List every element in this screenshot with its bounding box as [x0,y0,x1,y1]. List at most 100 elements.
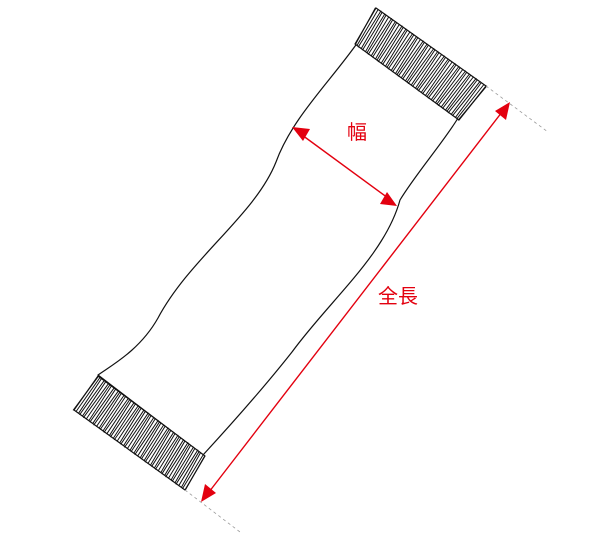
fringe-strand [155,434,179,470]
fringe-strand [406,46,432,83]
fringe-strand [367,18,393,55]
fringe-strand [420,57,446,93]
fringe-strand [426,61,453,98]
fringe-strand [144,427,169,463]
fringe-strand [382,28,407,65]
fringe-strand [360,12,383,49]
fringe-strand [113,405,139,441]
fringe-strand [436,69,464,105]
towel-body [97,41,459,456]
fringe-strand [120,409,145,445]
fringe-strand [79,379,105,415]
fringe-strand [154,433,176,469]
fringe-strand [72,375,100,411]
fringe-strand [171,446,194,482]
fringe-strand [147,428,170,464]
fringe-strand [362,13,386,51]
fringe-strand [150,430,172,466]
length-guide-bottom [184,489,241,533]
fringe-strand [93,390,120,426]
fringe-strand [375,22,397,60]
fringe-strand [133,418,156,454]
fringe-strand [178,451,200,487]
fringe-strand [356,9,379,46]
fringe-strand [161,439,185,475]
fringe-strand [432,66,460,102]
fringe-strand [106,399,131,435]
fringe-strand [355,7,376,45]
fringe-strand [82,381,107,417]
fringe-strand [139,422,162,458]
fringe-strand [184,455,206,491]
fringe-strand [390,34,415,71]
bottom-fringe [72,375,206,491]
fringe-strand [457,85,488,121]
length-guide-top [485,85,549,133]
fringe-strand [98,393,122,429]
fringe-strand [447,78,477,114]
fringe-strand [425,60,450,96]
fringe-strand [140,424,165,460]
fringe-strand [157,436,180,472]
fringe-strand [123,411,146,447]
fringe-strand [88,385,112,421]
fringe-strand [376,24,400,61]
width-dimension-line [301,134,389,199]
length-arrow-top [495,102,510,120]
fringe-strand [396,39,421,76]
fringe-strand [112,403,136,439]
fringe-strand [165,442,189,478]
fringe-strand [392,36,418,73]
fringe-strand [109,400,132,436]
fringe-strand [456,84,485,120]
fringe-strand [160,437,182,473]
fringe-strand [143,425,166,461]
fringe-strand [365,15,387,52]
fringe-strand [437,70,467,106]
fringe-strand [415,52,440,89]
fringe-strand [400,42,425,79]
fringe-strand [116,406,141,442]
fringe-strand [385,30,408,67]
fringe-strand [387,33,414,70]
fringe-strand [92,388,116,424]
fringe-strand [410,49,436,86]
width-arrow-start [292,127,310,141]
fringe-strand [175,449,199,485]
fringe-strand [151,431,175,467]
fringe-strand [164,440,186,476]
fringe-strand [440,72,468,108]
fringe-strand [422,58,449,95]
fringe-strand [170,445,191,481]
fringe-strand [417,55,445,92]
length-dimension-line [208,111,503,493]
fringe-strand [412,51,439,87]
fringe-strand [110,402,135,438]
fringe-strand [427,63,456,99]
fringe-strand [450,79,478,115]
fringe-strand [430,64,457,101]
fringe-strand [78,378,102,414]
fringe-strand [377,25,403,63]
fringe-strand [435,67,461,103]
length-label: 全長 [378,284,418,308]
fringe-strand [372,21,396,58]
width-arrow-end [380,192,397,206]
fringe-strand [85,384,111,420]
width-label: 幅 [347,120,367,144]
fringe-strand [75,376,101,412]
fringe-strand [174,448,196,484]
fringe-strand [416,54,443,90]
fringe-strand [83,382,110,418]
fringe-strand [129,415,152,451]
fringe-strand [103,397,129,433]
fringe-strand [452,81,481,117]
fringe-strand [182,454,204,490]
fringe-strand [96,391,121,427]
fringe-strand [446,76,474,112]
fringe-strand [357,10,382,48]
fringe-strand [442,73,470,109]
fringe-strand [124,412,149,448]
